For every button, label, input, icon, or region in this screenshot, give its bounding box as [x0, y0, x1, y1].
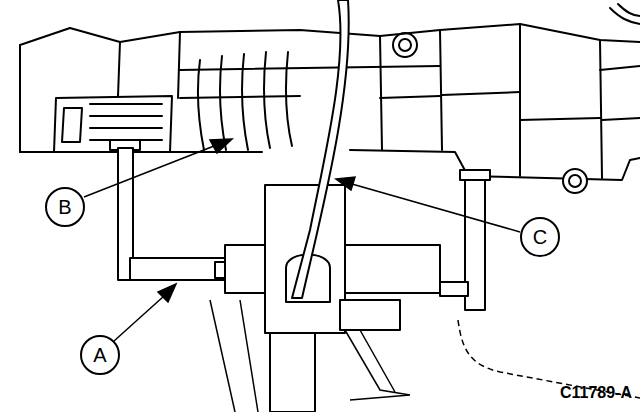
callout-letter: A — [93, 345, 106, 365]
housing-rib — [440, 24, 602, 178]
threaded-rod — [440, 282, 468, 296]
callout-circle: B — [45, 187, 85, 227]
mounting-hole — [569, 175, 581, 187]
callout-circle: A — [80, 335, 120, 375]
housing-edge — [19, 45, 21, 152]
wire — [610, 4, 640, 24]
callout-letter: C — [533, 227, 547, 247]
housing-edge — [118, 32, 180, 98]
tool-flange — [460, 170, 490, 180]
bracket-line — [345, 330, 410, 400]
housing-bottom-edge — [350, 150, 640, 180]
vent — [54, 96, 172, 152]
vent-slat — [62, 104, 162, 142]
grille-rib — [198, 52, 292, 150]
leader-line — [84, 146, 214, 197]
leader-lines — [84, 139, 520, 341]
housing-top-edge — [20, 24, 640, 45]
leader-arrowhead — [336, 177, 355, 190]
callout-circle: C — [520, 217, 560, 257]
mounting-hole — [399, 39, 411, 51]
callout-letter: B — [58, 197, 71, 217]
mounting-hole — [393, 33, 417, 57]
leader-line — [114, 296, 164, 341]
leader-line — [352, 184, 520, 232]
housing-rib — [600, 66, 640, 120]
tool-nut — [340, 300, 400, 330]
figure-code: C11789-A — [560, 384, 632, 402]
tool-bar — [130, 258, 230, 280]
bracket-line — [210, 300, 258, 412]
leader-arrowhead — [210, 139, 232, 153]
pry-blade — [292, 0, 349, 298]
leader-arrowhead — [158, 284, 176, 302]
housing-rib — [180, 66, 440, 98]
puller-tool — [110, 0, 490, 412]
mounting-hole — [563, 169, 587, 193]
